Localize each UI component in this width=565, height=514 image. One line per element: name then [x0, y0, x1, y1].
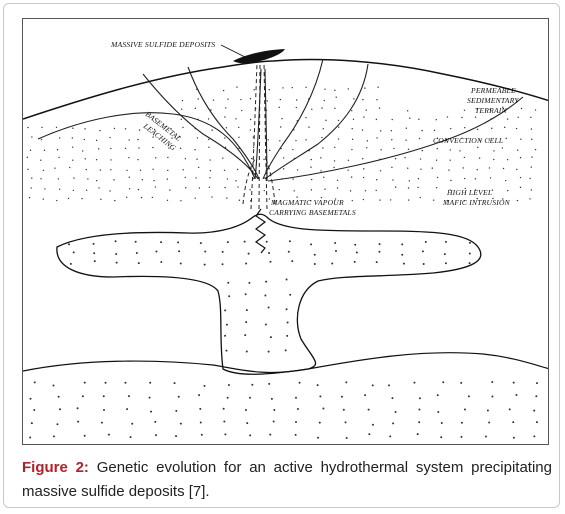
label-high-level: HIGH LEVEL	[446, 188, 492, 197]
label-magmatic-vapour: MAGMATIC VAPOUR	[270, 198, 344, 207]
deep-magma-boundary	[23, 352, 548, 374]
sulfide-leader-line	[220, 44, 246, 58]
label-terrain: TERRAIN	[475, 106, 508, 115]
caption-text: Genetic evolution for an active hydrothe…	[22, 459, 552, 500]
convection-cell-inner-right	[262, 58, 324, 180]
hydrothermal-diagram: MASSIVE SULFIDE DEPOSITS PERMEABLE SEDIM…	[23, 40, 548, 439]
convection-cell-mid-right	[264, 63, 369, 180]
label-sedimentary: SEDIMENTARY	[467, 96, 519, 105]
figure-caption: Figure 2: Genetic evolution for an activ…	[22, 456, 552, 504]
convection-cell-mid-left	[142, 73, 259, 180]
seafloor-line	[23, 58, 548, 120]
sulfide-deposit-lens	[233, 49, 285, 64]
label-convection-cell: CONVECTION CELL	[433, 136, 503, 145]
convection-cell-outer-left	[37, 112, 256, 180]
rising-plume	[242, 62, 276, 210]
mafic-intrusion	[56, 213, 482, 375]
label-massive-sulfide: MASSIVE SULFIDE DEPOSITS	[110, 40, 215, 49]
figure-frame: MASSIVE SULFIDE DEPOSITS PERMEABLE SEDIM…	[3, 3, 560, 508]
convection-cell-inner-left	[187, 66, 260, 180]
label-mafic-intrusion: MAFIC INTRUSION	[442, 198, 511, 207]
label-permeable: PERMEABLE	[470, 86, 516, 95]
label-carrying-basemetals: CARRYING BASEMETALS	[269, 208, 356, 217]
magmatic-vapour-zigzag	[254, 208, 267, 254]
caption-lead: Figure 2:	[22, 459, 89, 476]
convection-cells	[37, 58, 524, 182]
convection-cell-return-2	[264, 68, 268, 182]
convection-cell-outer-right	[267, 96, 524, 182]
convection-cell-return	[254, 68, 262, 180]
stipple-dots	[26, 86, 538, 439]
diagram-panel: MASSIVE SULFIDE DEPOSITS PERMEABLE SEDIM…	[22, 18, 549, 445]
